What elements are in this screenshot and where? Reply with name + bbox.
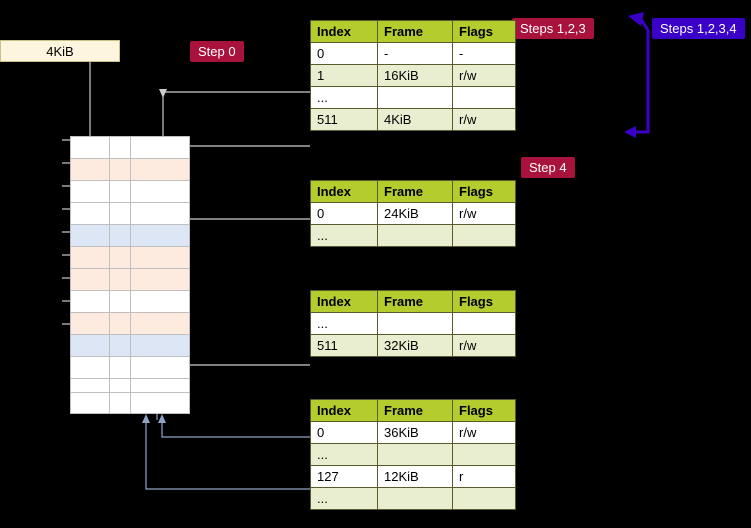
column-header-index: Index — [310, 180, 378, 203]
cell-index: ... — [310, 443, 378, 466]
cell-index: 511 — [310, 108, 378, 131]
kib-box: 4KiB — [0, 40, 120, 62]
pdp-table: Index Frame Flags 0 24KiB r/w ... — [310, 180, 516, 247]
table-row: 1 16KiB r/w — [310, 64, 516, 87]
table-row: 511 4KiB r/w — [310, 108, 516, 131]
cell-frame — [377, 224, 453, 247]
cell-flags — [452, 86, 516, 109]
steps-123-label: Steps 1,2,3 — [512, 18, 594, 39]
cell-frame: 16KiB — [377, 64, 453, 87]
column-header-flags: Flags — [452, 20, 516, 43]
cell-flags: r/w — [452, 108, 516, 131]
steps-1234-label: Steps 1,2,3,4 — [652, 18, 745, 39]
cell-frame: 24KiB — [377, 202, 453, 225]
column-header-frame: Frame — [377, 180, 453, 203]
column-header-frame: Frame — [377, 20, 453, 43]
step-4-label: Step 4 — [521, 157, 575, 178]
cell-frame — [377, 443, 453, 466]
table-row: 127 12KiB r — [310, 465, 516, 488]
cell-index: ... — [310, 224, 378, 247]
pt-table: Index Frame Flags 0 36KiB r/w ... 127 12… — [310, 399, 516, 510]
pd-table: Index Frame Flags ... 511 32KiB r/w — [310, 290, 516, 357]
cell-frame: 12KiB — [377, 465, 453, 488]
cell-frame: 4KiB — [377, 108, 453, 131]
cell-index: 127 — [310, 465, 378, 488]
cell-frame: 36KiB — [377, 421, 453, 444]
pml4-table: Index Frame Flags 0 - - 1 16KiB r/w ... — [310, 20, 516, 131]
cell-flags: r/w — [452, 202, 516, 225]
table-row: ... — [310, 487, 516, 510]
cell-flags — [452, 312, 516, 335]
cell-index: 511 — [310, 334, 378, 357]
cell-index: ... — [310, 487, 378, 510]
cell-frame — [377, 312, 453, 335]
table-row: 0 36KiB r/w — [310, 421, 516, 444]
table-row: ... — [310, 312, 516, 335]
cell-index: 0 — [310, 421, 378, 444]
cell-frame: 32KiB — [377, 334, 453, 357]
cell-index: ... — [310, 312, 378, 335]
table-row: 511 32KiB r/w — [310, 334, 516, 357]
column-header-flags: Flags — [452, 180, 516, 203]
cell-index: 0 — [310, 202, 378, 225]
cell-flags — [452, 487, 516, 510]
table-row: 0 - - — [310, 42, 516, 65]
cell-index: ... — [310, 86, 378, 109]
table-row: ... — [310, 224, 516, 247]
table-row: 0 24KiB r/w — [310, 202, 516, 225]
cell-flags — [452, 443, 516, 466]
cell-flags: r/w — [452, 64, 516, 87]
memory-subcolumn — [109, 136, 131, 414]
table-row: ... — [310, 443, 516, 466]
cell-frame — [377, 487, 453, 510]
table-row: ... — [310, 86, 516, 109]
cell-frame: - — [377, 42, 453, 65]
column-header-frame: Frame — [377, 290, 453, 313]
column-header-frame: Frame — [377, 399, 453, 422]
column-header-flags: Flags — [452, 290, 516, 313]
cell-index: 1 — [310, 64, 378, 87]
cell-flags: - — [452, 42, 516, 65]
step-0-label: Step 0 — [190, 41, 244, 62]
column-header-index: Index — [310, 399, 378, 422]
column-header-index: Index — [310, 290, 378, 313]
column-header-index: Index — [310, 20, 378, 43]
cell-flags: r/w — [452, 334, 516, 357]
cell-flags: r — [452, 465, 516, 488]
cell-flags: r/w — [452, 421, 516, 444]
cell-frame — [377, 86, 453, 109]
cell-flags — [452, 224, 516, 247]
cell-index: 0 — [310, 42, 378, 65]
column-header-flags: Flags — [452, 399, 516, 422]
